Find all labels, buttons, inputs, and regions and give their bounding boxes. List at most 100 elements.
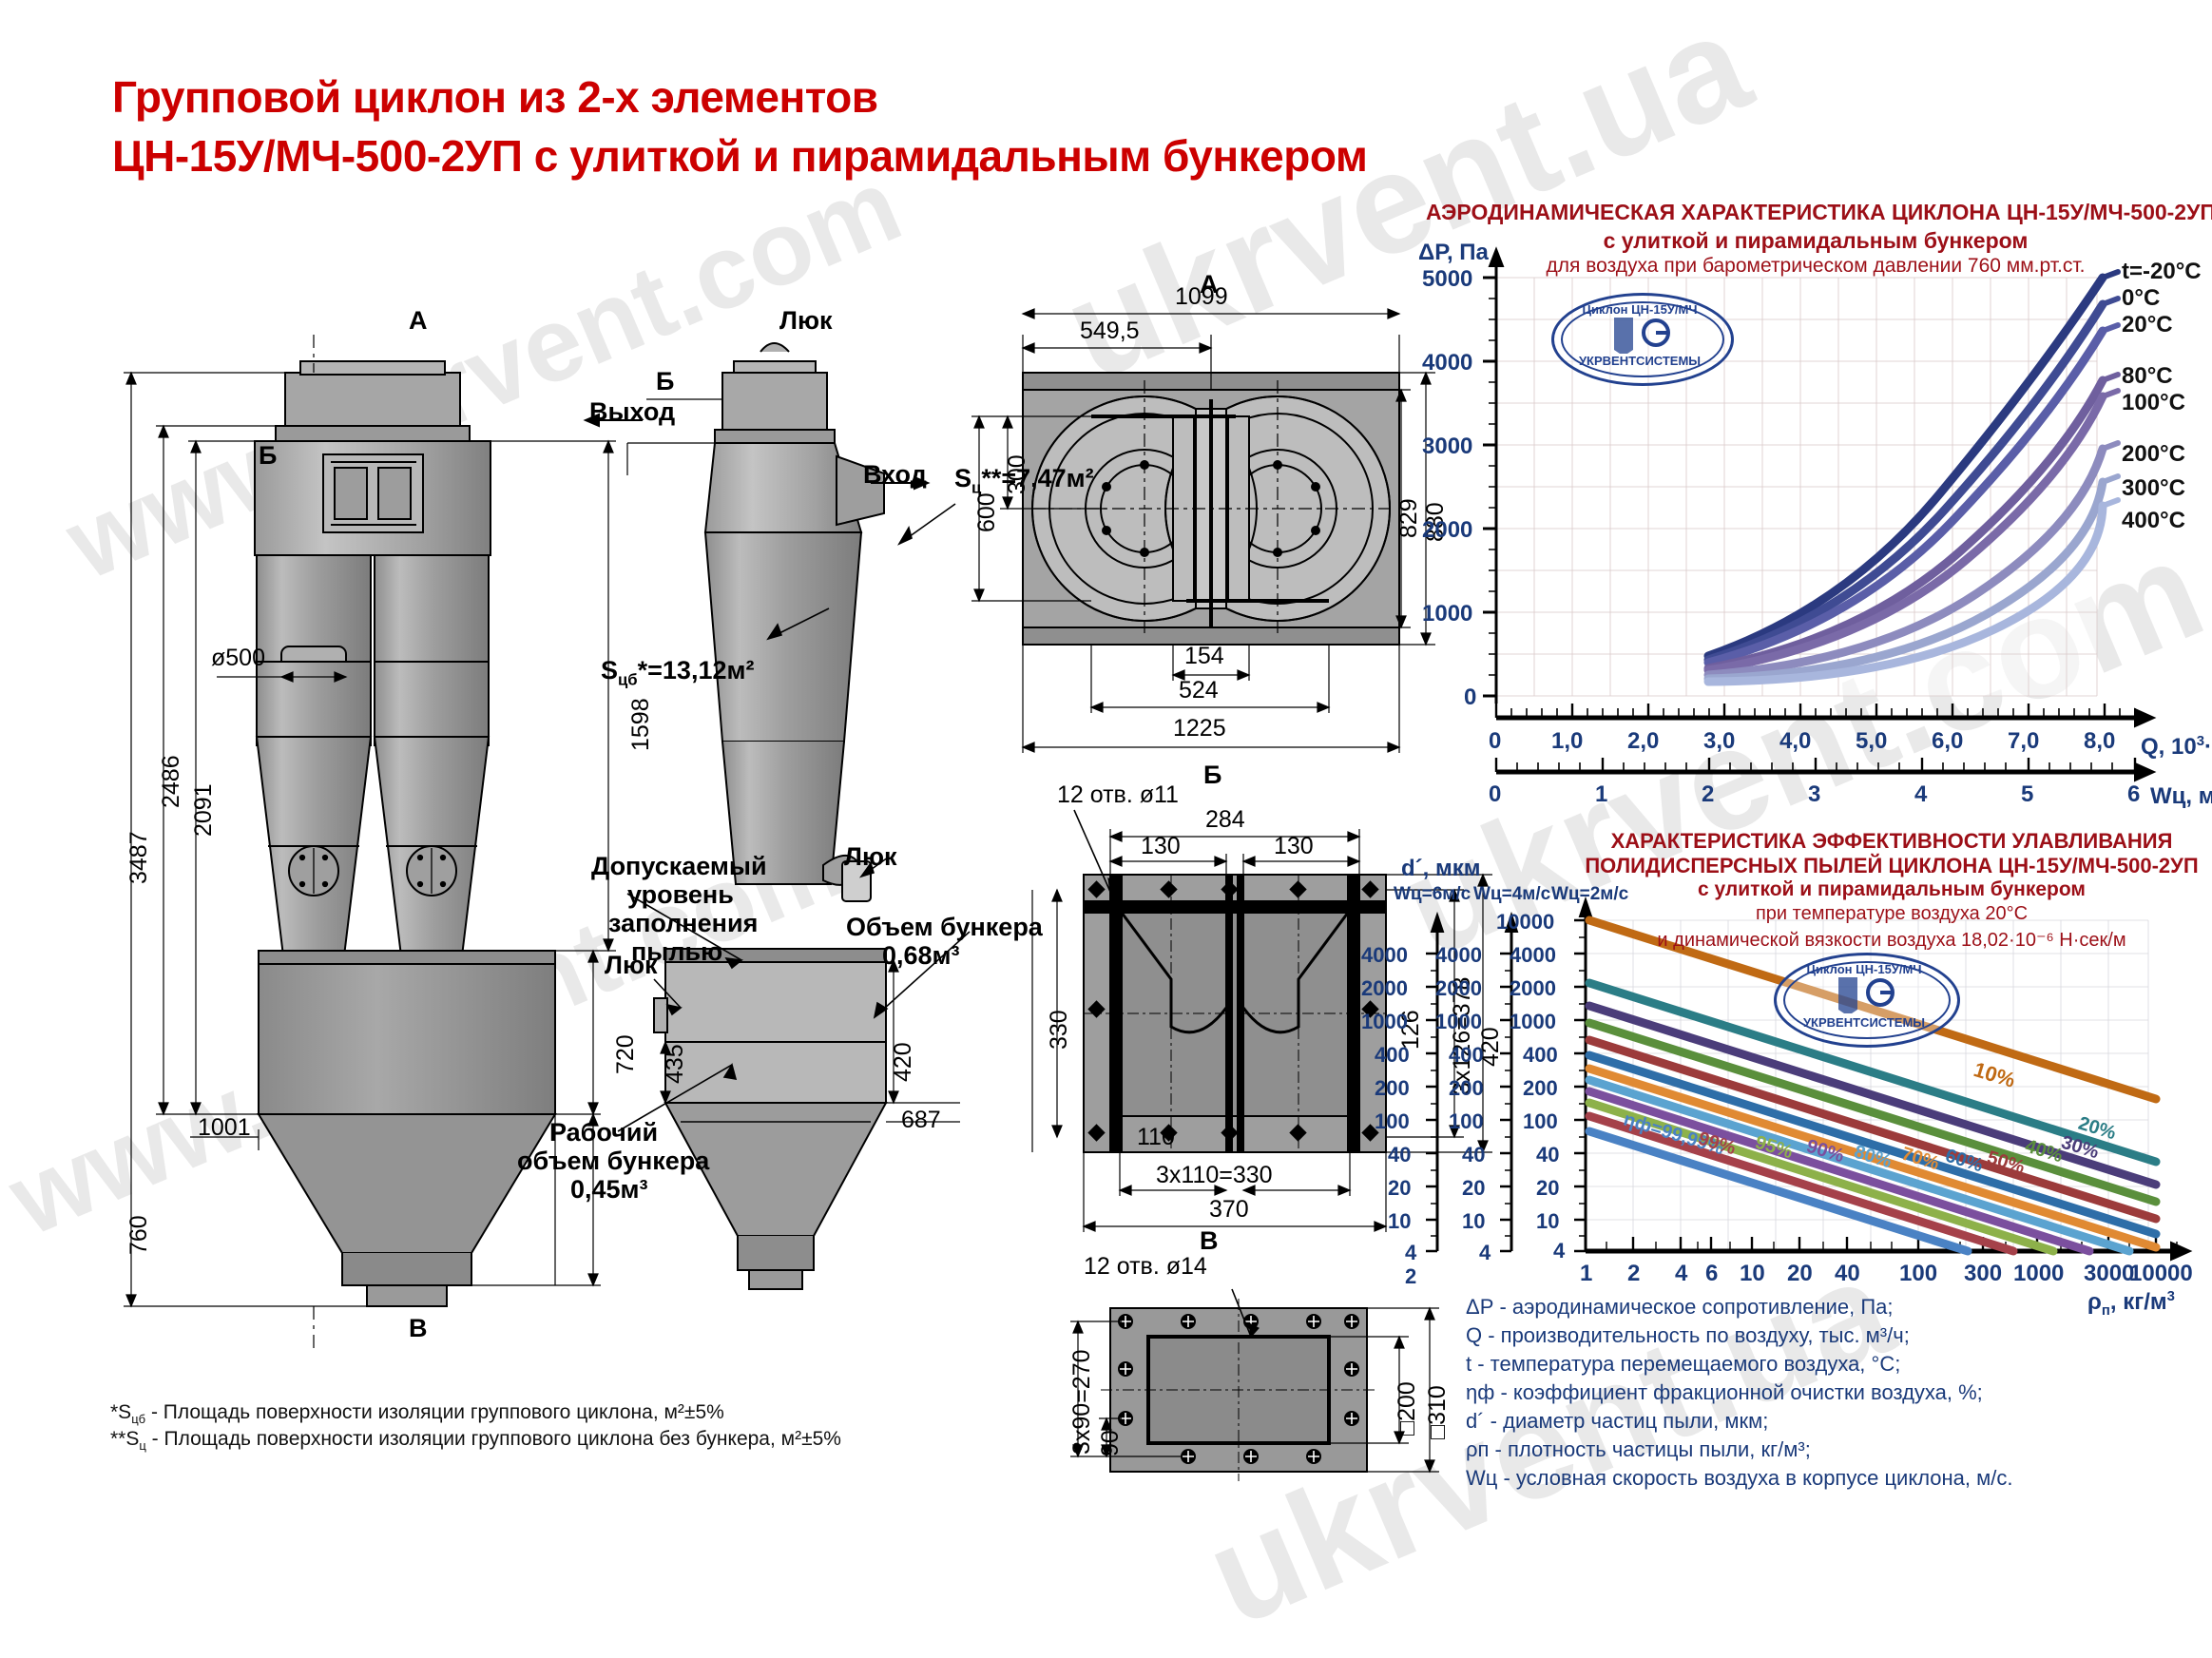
s-cb-value: *=13,12м² [637,656,755,684]
s-c-subscript: ц [971,478,982,497]
chart2-w6-label: Wц=6м/с [1394,884,1471,904]
c2-a2-400: 400 [1449,1043,1484,1067]
chart2-title-line4: при температуре воздуха 20°С [1755,903,2029,924]
c2-a1-2000: 2000 [1361,976,1408,1000]
work-volume-l2: объем бункера [517,1147,710,1175]
section-mark-v: В [1200,1226,1219,1255]
c2-a1-100: 100 [1375,1109,1410,1133]
dim-1099: 1099 [1175,283,1228,310]
dim-200: □200 [1394,1381,1420,1436]
fill-level-l2: уровень [627,880,734,909]
chart1-title-line2: с улиткой и пирамидальным бункером [1603,228,2029,253]
chart1-xlabel: Q, 103·м3/ч [2141,734,2212,760]
chart1-ylabel: ΔР, Па [1418,240,1489,265]
side-view-mark-b: Б [656,367,675,395]
seal-text-chart2-line1: Циклон ЦН-15У/МЧ [1806,962,1922,976]
dim-310: □310 [1424,1385,1451,1439]
c2-a1-400: 400 [1375,1043,1410,1067]
dim-720: 720 [612,1034,639,1074]
dim-90: 90 [1097,1430,1124,1456]
side-view-inlet-label: Вход [863,460,927,489]
chart2-title-line5: и динамической вязкости воздуха 18,02·10… [1657,930,2126,951]
legend-item-rho: ρп - плотность частицы пыли, кг/м³; [1466,1437,1811,1461]
c2-a3-400: 400 [1523,1043,1558,1067]
chart1-x2tick-2: 2 [1702,781,1715,807]
chart1-xtick-5: 5,0 [1856,728,1888,754]
chart1-xtick-7: 7,0 [2008,728,2040,754]
c2-a3-20: 20 [1536,1176,1560,1200]
dim-687: 687 [901,1107,941,1133]
c2-x-100: 100 [1899,1261,1938,1286]
dim-330: 330 [1046,1010,1072,1050]
c2-x-40: 40 [1835,1261,1860,1286]
footnote-1-subscript: цб [131,1412,146,1427]
page-title-suffix: с улиткой и пирамидальным бункером [522,131,1368,181]
chart1-xtick-8: 8,0 [2084,728,2116,754]
chart1-x2tick-1: 1 [1595,781,1608,807]
chart1-x2tick-4: 4 [1914,781,1928,807]
footnote-2-text: - Площадь поверхности изоляции групповог… [145,1428,841,1450]
chart1-x2tick-3: 3 [1808,781,1821,807]
c2-a2-2000: 2000 [1435,976,1482,1000]
chart1-xtick-1: 1,0 [1551,728,1584,754]
area-s-cb: Sцб*=13,12м² [601,656,754,689]
page-title-model: ЦН-15У/МЧ-500-2УП [112,131,523,181]
footnote-2-subscript: ц [139,1438,146,1454]
dim-760: 760 [125,1215,152,1255]
c2-a3-10000: 10000 [1496,910,1555,934]
seal-text-chart1-line2: УКРВЕНТСИСТЕМЫ [1578,354,1702,368]
page-title-line2: ЦН-15У/МЧ-500-2УП с улиткой и пирамидаль… [112,130,1368,182]
dim-2091: 2091 [190,783,217,837]
dim-130-a: 130 [1141,833,1181,859]
dim-300: 300 [1004,454,1030,494]
chart2-title-line3: с улиткой и пирамидальным бункером [1698,878,2086,900]
chart1-title-line1: АЭРОДИНАМИЧЕСКАЯ ХАРАКТЕРИСТИКА ЦИКЛОНА … [1426,200,2212,224]
c2-x-10: 10 [1740,1261,1765,1286]
chart1-series-label-t-20: t=-20°C [2122,259,2202,284]
chart1-series-label-200: 200°C [2122,441,2185,467]
s-c-value: **=7,47м² [981,464,1094,492]
dim-829: 829 [1395,498,1422,538]
c2-a2-200: 200 [1449,1076,1484,1100]
work-volume-l1: Рабочий [549,1118,659,1147]
seal-text-chart1-line1: Циклон ЦН-15У/МЧ [1582,302,1698,317]
chart1-series-label-20: 20°C [2122,312,2173,337]
area-s-c: Sц**=7,47м² [954,464,1094,497]
fill-level-l4: пылью [631,937,723,966]
chart1-ytick-5000: 5000 [1422,266,1473,292]
c2-a1-1000: 1000 [1361,1010,1408,1033]
dim-420-side: 420 [890,1042,916,1082]
chart2-ylabel: d´, мкм [1401,856,1481,881]
company-seal-chart2 [1774,953,1960,1048]
c2-a1-4: 4 [1405,1241,1417,1264]
front-view-mark-v: В [409,1314,428,1342]
company-seal-chart1 [1551,293,1734,386]
c2-a1-4000: 4000 [1361,943,1408,967]
dim-2486: 2486 [158,755,184,808]
chart1-title-line3: для воздуха при барометрическом давлении… [1546,255,2086,277]
dim-1225: 1225 [1173,715,1226,742]
page-title-line1: Групповой циклон из 2-х элементов [112,72,878,122]
holes-12-d14: 12 отв. ø14 [1084,1253,1207,1280]
legend-item-d: d´ - диаметр частиц пыли, мкм; [1466,1409,1769,1433]
section-mark-b: Б [1203,761,1222,789]
dim-130-b: 130 [1274,833,1314,859]
c2-a2-1000: 1000 [1435,1010,1482,1033]
bunker-volume-l2: 0,68м³ [882,941,960,970]
footnote-1-text: - Площадь поверхности изоляции групповог… [145,1401,724,1423]
chart2-xlabel: ρп, кг/м3 [2087,1289,2175,1319]
s-cb-symbol: S [601,656,619,684]
plan-view-mark-a: А [1200,270,1219,299]
c2-x-1000: 1000 [2013,1261,2065,1286]
c2-x-3000: 3000 [2084,1261,2135,1286]
chart2-w2-label: Wц=2м/с [1551,884,1629,904]
dim-284: 284 [1205,806,1245,833]
chart1-x2label: Wц, м/с [2150,783,2212,809]
s-c-symbol: S [954,464,972,492]
chart1-xtick-0: 0 [1489,728,1502,754]
c2-a2-10: 10 [1462,1209,1486,1233]
footnote-2-symbol: **S [110,1428,140,1450]
c2-a3-200: 200 [1523,1076,1558,1100]
chart1-xtick-4: 4,0 [1779,728,1812,754]
c2-x-10000: 10000 [2129,1261,2193,1286]
